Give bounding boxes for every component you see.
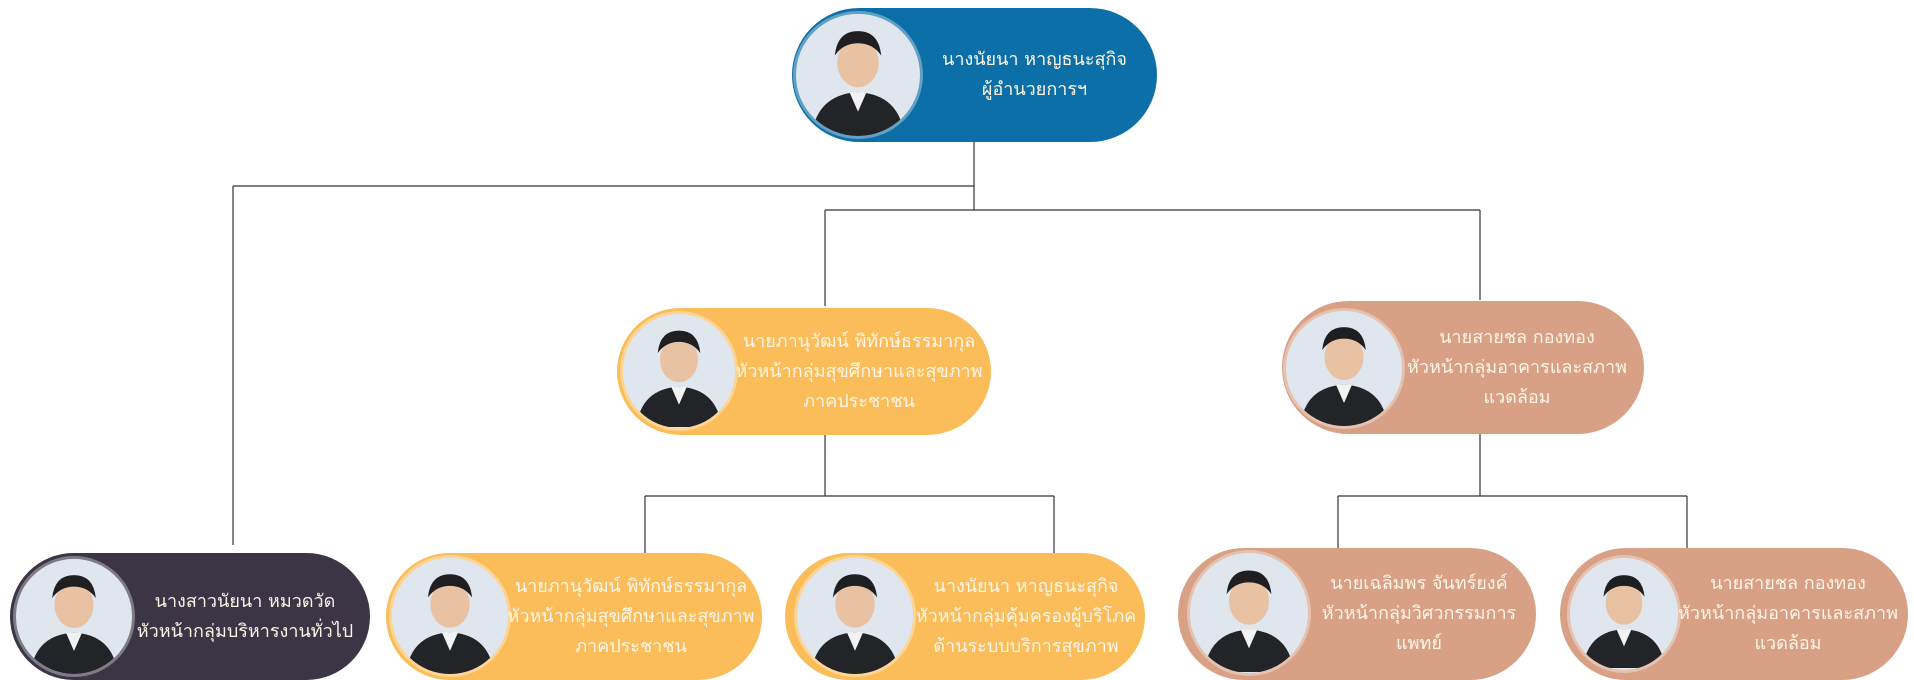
building-sub2-title-line2: แวดล้อม: [1754, 633, 1822, 654]
building-group-title-line2: แวดล้อม: [1483, 386, 1551, 408]
health-sub1-text: นายภานุวัฒน์ พิทักษ์ธรรมากุล หัวหน้ากลุ่…: [507, 553, 755, 680]
building-sub2-photo-icon: [1570, 558, 1678, 670]
building-group-text: นายสายชล กองทอง หัวหน้ากลุ่มอาคารและสภาพ…: [1400, 301, 1634, 434]
general-admin-title: หัวหน้ากลุ่มบริหารงานทั่วไป: [136, 620, 354, 642]
health-sub2-text: นางนัยนา หาญธนะสุกิจ หัวหน้ากลุ่มคุ้มครอ…: [913, 553, 1139, 680]
building-group-photo-icon: [1286, 311, 1402, 426]
health-sub1-name: นายภานุวัฒน์ พิทักษ์ธรรมากุล: [514, 575, 748, 597]
building-sub1-name: นายเฉลิมพร จันทร์ยงค์: [1330, 573, 1508, 594]
health-sub2-title-line2: ด้านระบบบริการสุขภาพ: [933, 635, 1119, 657]
director-photo-icon: [796, 14, 920, 136]
building-group-node: นายสายชล กองทอง หัวหน้ากลุ่มอาคารและสภาพ…: [1282, 301, 1644, 434]
health-group-title-line1: หัวหน้ากลุ่มสุขศึกษาและสุขภาพ: [735, 360, 983, 382]
health-group-node: นายภานุวัฒน์ พิทักษ์ธรรมากุล หัวหน้ากลุ่…: [617, 308, 991, 435]
general-admin-photo-icon: [16, 559, 132, 674]
building-sub1-node: นายเฉลิมพร จันทร์ยงค์ หัวหน้ากลุ่มวิศวกร…: [1178, 548, 1536, 680]
director-text: นางนัยนา หาญธนะสุกิจ ผู้อำนวยการฯ: [922, 8, 1147, 142]
health-sub1-title-line1: หัวหน้ากลุ่มสุขศึกษาและสุขภาพ: [507, 605, 755, 627]
health-group-photo-icon: [623, 314, 735, 428]
building-sub2-name: นายสายชล กองทอง: [1710, 573, 1866, 594]
health-sub2-name: นางนัยนา หาญธนะสุกิจ: [933, 575, 1119, 597]
general-admin-node: นางสาวนัยนา หมวดวัด หัวหน้ากลุ่มบริหารงา…: [10, 553, 370, 680]
director-node: นางนัยนา หาญธนะสุกิจ ผู้อำนวยการฯ: [792, 8, 1157, 142]
health-sub1-node: นายภานุวัฒน์ พิทักษ์ธรรมากุล หัวหน้ากลุ่…: [386, 553, 762, 680]
health-sub2-title-line1: หัวหน้ากลุ่มคุ้มครองผู้บริโภค: [915, 605, 1137, 627]
building-sub2-title-line1: หัวหน้ากลุ่มอาคารและสภาพ: [1678, 603, 1898, 624]
building-group-title-line1: หัวหน้ากลุ่มอาคารและสภาพ: [1407, 356, 1627, 378]
building-sub1-title-line2: แพทย์: [1396, 633, 1442, 654]
health-sub1-title-line2: ภาคประชาชน: [575, 635, 687, 657]
health-sub1-photo-icon: [392, 558, 508, 674]
building-sub1-title-line1: หัวหน้ากลุ่มวิศวกรรมการ: [1321, 603, 1517, 624]
building-sub1-text: นายเฉลิมพร จันทร์ยงค์ หัวหน้ากลุ่มวิศวกร…: [1312, 548, 1526, 680]
health-group-title-line2: ภาคประชาชน: [803, 390, 915, 412]
health-sub2-photo-icon: [797, 558, 913, 674]
building-sub1-photo-icon: [1190, 553, 1308, 673]
building-group-name: นายสายชล กองทอง: [1439, 326, 1595, 348]
health-sub2-node: นางนัยนา หาญธนะสุกิจ หัวหน้ากลุ่มคุ้มครอ…: [785, 553, 1145, 680]
health-group-name: นายภานุวัฒน์ พิทักษ์ธรรมากุล: [742, 330, 976, 352]
health-group-text: นายภานุวัฒน์ พิทักษ์ธรรมากุล หัวหน้ากลุ่…: [735, 308, 983, 435]
director-name: นางนัยนา หาญธนะสุกิจ: [942, 49, 1127, 70]
building-sub2-node: นายสายชล กองทอง หัวหน้ากลุ่มอาคารและสภาพ…: [1560, 548, 1908, 680]
director-title: ผู้อำนวยการฯ: [981, 79, 1088, 100]
building-sub2-text: นายสายชล กองทอง หัวหน้ากลุ่มอาคารและสภาพ…: [1674, 548, 1902, 680]
general-admin-text: นางสาวนัยนา หมวดวัด หัวหน้ากลุ่มบริหารงา…: [132, 553, 358, 680]
general-admin-name: นางสาวนัยนา หมวดวัด: [154, 590, 336, 612]
